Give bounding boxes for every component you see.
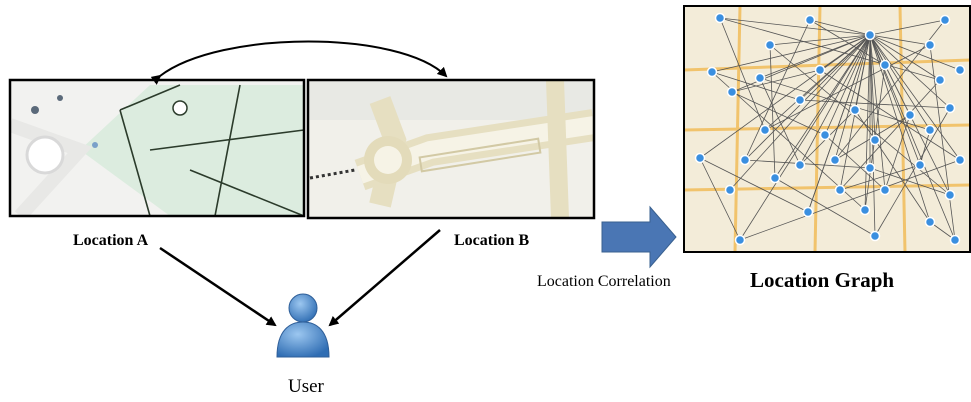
graph-node (802, 206, 814, 218)
graph-node (914, 159, 926, 171)
graph-node (769, 172, 781, 184)
correlation-curve-arrow (150, 40, 448, 85)
graph-node (724, 184, 736, 196)
graph-node (829, 154, 841, 166)
graph-node (864, 29, 876, 41)
graph-node (924, 216, 936, 228)
graph-node (869, 230, 881, 242)
graph-node (734, 234, 746, 246)
graph-node (739, 154, 751, 166)
location-graph-map (683, 5, 971, 253)
location-a-label: Location A (73, 232, 149, 249)
arrow-a-to-user (159, 246, 277, 327)
graph-node (934, 74, 946, 86)
graph-node (764, 39, 776, 51)
graph-node (814, 64, 826, 76)
graph-node (944, 102, 956, 114)
graph-node (849, 104, 861, 116)
user-label: User (288, 376, 324, 397)
graph-node (859, 204, 871, 216)
graph-node (794, 159, 806, 171)
graph-node (759, 124, 771, 136)
graph-node (754, 72, 766, 84)
graph-node (869, 134, 881, 146)
graph-node (904, 109, 916, 121)
graph-node (804, 14, 816, 26)
graph-node (939, 14, 951, 26)
graph-node (834, 184, 846, 196)
graph-node (949, 234, 961, 246)
graph-node (726, 86, 738, 98)
graph-node (954, 64, 966, 76)
location-b-label: Location B (454, 232, 530, 249)
graph-node (794, 94, 806, 106)
graph-node (924, 124, 936, 136)
graph-node (879, 59, 891, 71)
graph-node (694, 152, 706, 164)
location-correlation-label: Location Correlation (537, 273, 671, 290)
graph-node (954, 154, 966, 166)
location-graph-title: Location Graph (750, 268, 895, 292)
graph-node (819, 129, 831, 141)
graph-node (706, 66, 718, 78)
person-icon (276, 293, 330, 358)
graph-node (944, 189, 956, 201)
graph-node (924, 39, 936, 51)
graph-node (879, 184, 891, 196)
location-b-map (306, 78, 596, 220)
graph-node (714, 12, 726, 24)
block-arrow-right-icon (601, 205, 677, 269)
location-a-map (8, 78, 306, 218)
graph-node (864, 162, 876, 174)
arrow-b-to-user (328, 229, 441, 327)
